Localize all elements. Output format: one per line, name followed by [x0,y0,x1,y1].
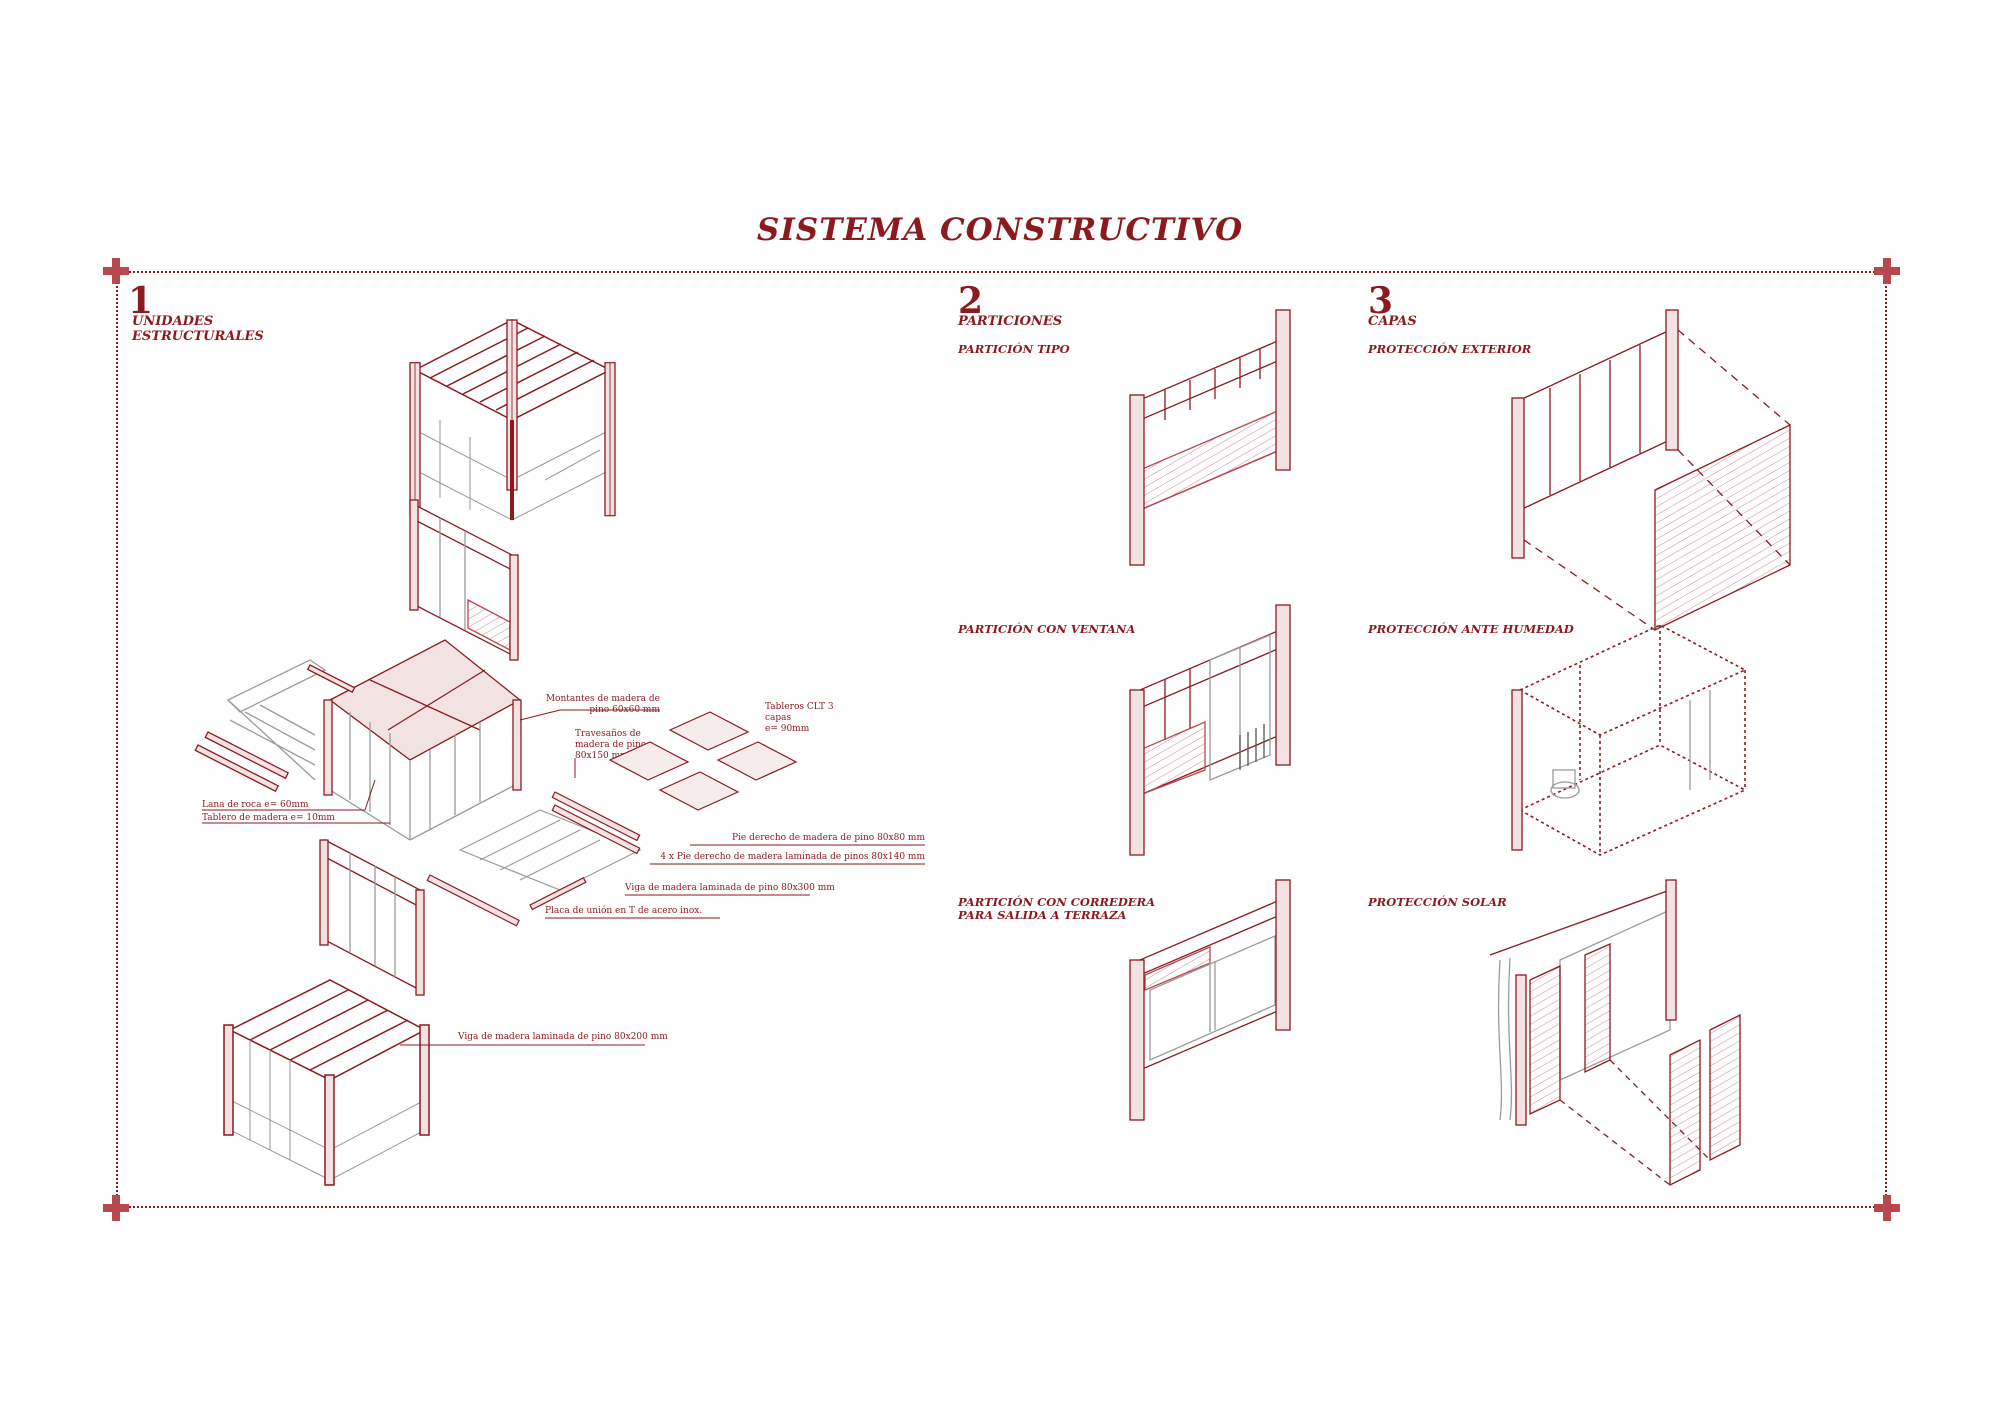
label-tableros-clt: Tableros CLT 3 capas e= 90mm [765,702,834,734]
leader-lines [202,709,925,1046]
module-top [409,319,616,521]
wall-panel-lower [319,838,425,996]
corner-cross-icon [103,258,129,284]
module-exploded [194,639,522,841]
corner-cross-icon [1874,1195,1900,1221]
partition-window [1129,604,1291,856]
corner-cross-icon [1874,258,1900,284]
layer-humidity [1511,624,1747,856]
wall-panel-upper [409,499,519,661]
label-placa: Placa de unión en T de acero inox. [545,906,703,916]
layer-exterior [1511,309,1791,632]
layer-solar [1489,879,1741,1187]
label-pie-derecho-lam: 4 x Pie derecho de madera laminada de pi… [660,852,925,862]
floor-frame [426,791,642,927]
partition-type [1129,309,1291,566]
clt-boards [608,711,798,811]
section-3-title: CAPAS [1368,314,1417,329]
section-1-title: UNIDADES ESTRUCTURALES [132,314,264,344]
label-viga-300: Viga de madera laminada de pino 80x300 m… [625,883,835,893]
label-tablero-madera: Tablero de madera e= 10mm [202,813,335,823]
label-viga-200: Viga de madera laminada de pino 80x200 m… [458,1032,668,1042]
partition-window-label: PARTICIÓN CON VENTANA [958,622,1136,636]
section-1-number: 1 [128,280,154,322]
layer-humidity-label: PROTECCIÓN ANTE HUMEDAD [1368,622,1574,636]
layer-solar-label: PROTECCIÓN SOLAR [1368,895,1507,909]
module-bottom [223,979,430,1186]
label-lana: Lana de roca e= 60mm [202,800,309,810]
partition-slider [1129,879,1291,1121]
dotted-frame [116,271,1887,1208]
layer-exterior-label: PROTECCIÓN EXTERIOR [1368,342,1532,356]
section-2-title: PARTICIONES [958,314,1063,329]
label-pie-derecho: Pie derecho de madera de pino 80x80 mm [732,833,925,843]
page-title: SISTEMA CONSTRUCTIVO [756,212,1244,248]
partition-slider-label: PARTICIÓN CON CORREDERA PARA SALIDA A TE… [958,895,1156,922]
corner-cross-icon [103,1195,129,1221]
section-3-number: 3 [1368,280,1394,322]
section-2-number: 2 [958,280,984,322]
partition-type-label: PARTICIÓN TIPO [958,342,1070,356]
